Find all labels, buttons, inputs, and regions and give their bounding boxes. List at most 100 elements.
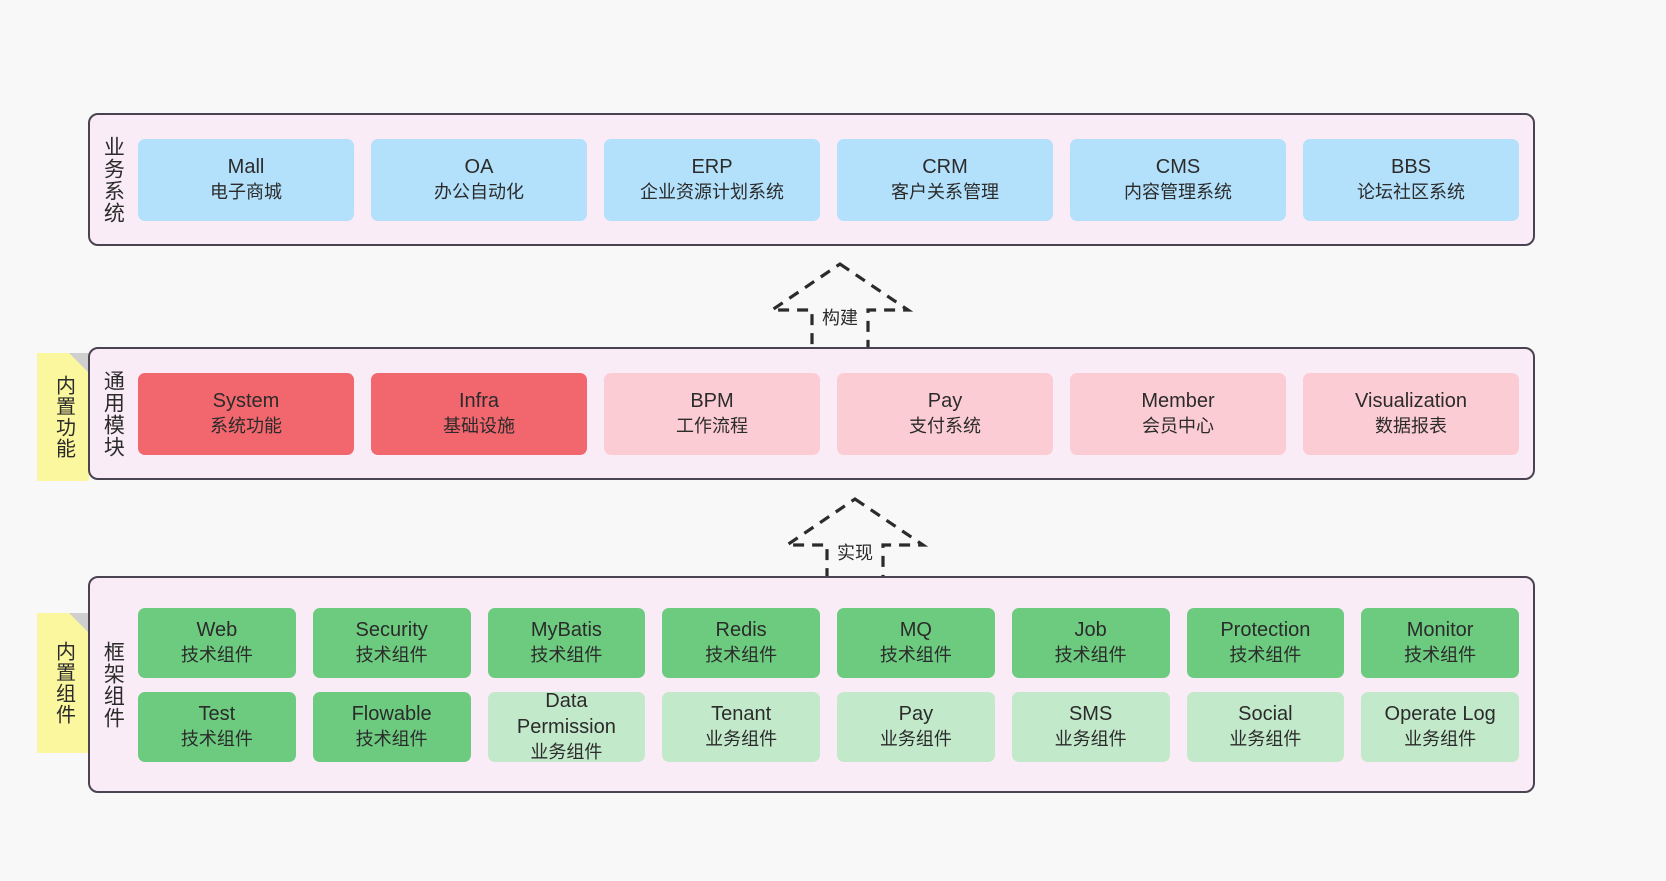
card-title: SMS: [1068, 703, 1113, 726]
layer-common-module: 通用模块 System 系统功能 Infra 基础设施 BPM 工作流程 Pay…: [88, 347, 1535, 480]
card-row: Test 技术组件 Flowable 技术组件 Data Permission …: [138, 690, 1519, 762]
card-subtitle: 工作流程: [676, 415, 748, 436]
card-oa[interactable]: OA 办公自动化: [371, 138, 587, 221]
card-title: Member: [1141, 390, 1215, 413]
sticky-note-builtin-function: 内置功能: [37, 353, 89, 481]
card-title: Visualization: [1355, 390, 1467, 413]
card-title: BBS: [1390, 156, 1432, 179]
layer-body-common-module: System 系统功能 Infra 基础设施 BPM 工作流程 Pay 支付系统…: [134, 349, 1533, 478]
card-subtitle: 技术组件: [1054, 644, 1127, 665]
card-operate-log[interactable]: Operate Log 业务组件: [1361, 691, 1519, 762]
card-sms[interactable]: SMS 业务组件: [1011, 691, 1170, 762]
card-title: Social: [1238, 703, 1293, 726]
layer-title-common-module: 通用模块: [101, 369, 125, 458]
card-protection[interactable]: Protection 技术组件: [1186, 607, 1345, 678]
card-subtitle: 业务组件: [1404, 728, 1477, 749]
card-subtitle: 电子商城: [210, 181, 282, 202]
card-subtitle: 业务组件: [1054, 728, 1127, 749]
card-title: Test: [198, 703, 236, 726]
card-subtitle: 技术组件: [530, 644, 603, 665]
sticky-note-builtin-component: 内置组件: [37, 613, 89, 753]
card-crm[interactable]: CRM 客户关系管理: [837, 138, 1053, 221]
card-social[interactable]: Social 业务组件: [1186, 691, 1345, 762]
card-subtitle: 企业资源计划系统: [640, 181, 784, 202]
card-row: Mall 电子商城 OA 办公自动化 ERP 企业资源计划系统 CRM 客户关系…: [138, 138, 1519, 221]
card-subtitle: 技术组件: [180, 728, 253, 749]
card-subtitle: 数据报表: [1375, 415, 1447, 436]
card-subtitle: 技术组件: [705, 644, 778, 665]
card-mq[interactable]: MQ 技术组件: [837, 607, 995, 678]
card-subtitle: 技术组件: [1229, 644, 1302, 665]
card-redis[interactable]: Redis 技术组件: [662, 607, 820, 678]
layer-business-system: 业务系统 Mall 电子商城 OA 办公自动化 ERP 企业资源计划系统 CRM…: [88, 113, 1535, 246]
card-title: Security: [355, 619, 428, 642]
card-title: Tenant: [711, 703, 772, 726]
card-subtitle: 会员中心: [1142, 415, 1214, 436]
card-subtitle: 业务组件: [530, 741, 603, 762]
card-subtitle: 论坛社区系统: [1357, 181, 1465, 202]
card-mall[interactable]: Mall 电子商城: [138, 138, 354, 221]
connector-build: 构建: [760, 258, 920, 356]
sticky-label: 内置功能: [52, 375, 75, 459]
card-title: Infra: [458, 390, 500, 413]
sticky-fold-corner: [69, 613, 89, 633]
card-title: Protection: [1220, 619, 1311, 642]
card-monitor[interactable]: Monitor 技术组件: [1361, 607, 1519, 678]
layer-body-framework-component: Web 技术组件 Security 技术组件 MyBatis 技术组件 Redi…: [134, 578, 1533, 791]
card-pay-component[interactable]: Pay 业务组件: [837, 691, 995, 762]
card-subtitle: 基础设施: [443, 415, 515, 436]
card-bbs[interactable]: BBS 论坛社区系统: [1303, 138, 1519, 221]
card-cms[interactable]: CMS 内容管理系统: [1070, 138, 1286, 221]
card-job[interactable]: Job 技术组件: [1011, 607, 1170, 678]
card-system[interactable]: System 系统功能: [138, 372, 354, 455]
card-security[interactable]: Security 技术组件: [312, 607, 471, 678]
card-title: Job: [1074, 619, 1107, 642]
card-erp[interactable]: ERP 企业资源计划系统: [604, 138, 820, 221]
card-title: MyBatis: [530, 619, 602, 642]
card-infra[interactable]: Infra 基础设施: [371, 372, 587, 455]
card-flowable[interactable]: Flowable 技术组件: [312, 691, 471, 762]
card-tenant[interactable]: Tenant 业务组件: [662, 691, 820, 762]
card-subtitle: 技术组件: [355, 644, 428, 665]
card-subtitle: 支付系统: [909, 415, 981, 436]
card-title: Data Permission: [516, 690, 616, 738]
card-bpm[interactable]: BPM 工作流程: [604, 372, 820, 455]
card-visualization[interactable]: Visualization 数据报表: [1303, 372, 1519, 455]
layer-body-business-system: Mall 电子商城 OA 办公自动化 ERP 企业资源计划系统 CRM 客户关系…: [134, 115, 1533, 244]
card-title: BPM: [690, 390, 734, 413]
card-subtitle: 技术组件: [879, 644, 952, 665]
card-pay[interactable]: Pay 支付系统: [837, 372, 1053, 455]
card-subtitle: 业务组件: [1229, 728, 1302, 749]
card-title: Operate Log: [1384, 703, 1496, 726]
card-title: Pay: [927, 390, 963, 413]
card-subtitle: 业务组件: [705, 728, 778, 749]
card-title: Web: [196, 619, 238, 642]
card-title: Flowable: [351, 703, 432, 726]
card-row: Web 技术组件 Security 技术组件 MyBatis 技术组件 Redi…: [138, 607, 1519, 678]
card-subtitle: 技术组件: [355, 728, 428, 749]
card-subtitle: 办公自动化: [434, 181, 524, 202]
card-title: CMS: [1155, 156, 1201, 179]
card-data-permission[interactable]: Data Permission 业务组件: [487, 690, 646, 762]
card-title: Monitor: [1406, 619, 1474, 642]
layer-title-framework-component: 框架组件: [101, 640, 125, 729]
card-title: ERP: [691, 156, 733, 179]
card-test[interactable]: Test 技术组件: [138, 691, 296, 762]
sticky-label: 内置组件: [52, 641, 75, 725]
generalization-arrow-icon: [766, 262, 914, 354]
card-subtitle: 技术组件: [180, 644, 253, 665]
card-member[interactable]: Member 会员中心: [1070, 372, 1286, 455]
card-title: Redis: [715, 619, 767, 642]
card-web[interactable]: Web 技术组件: [138, 607, 296, 678]
card-mybatis[interactable]: MyBatis 技术组件: [487, 607, 646, 678]
card-subtitle: 技术组件: [1404, 644, 1477, 665]
sticky-fold-corner: [69, 353, 89, 373]
card-subtitle: 业务组件: [879, 728, 952, 749]
card-title: OA: [464, 156, 494, 179]
card-row: System 系统功能 Infra 基础设施 BPM 工作流程 Pay 支付系统…: [138, 372, 1519, 455]
card-title: CRM: [922, 156, 968, 179]
card-subtitle: 系统功能: [210, 415, 282, 436]
card-subtitle: 内容管理系统: [1124, 181, 1232, 202]
card-title: Mall: [227, 156, 265, 179]
